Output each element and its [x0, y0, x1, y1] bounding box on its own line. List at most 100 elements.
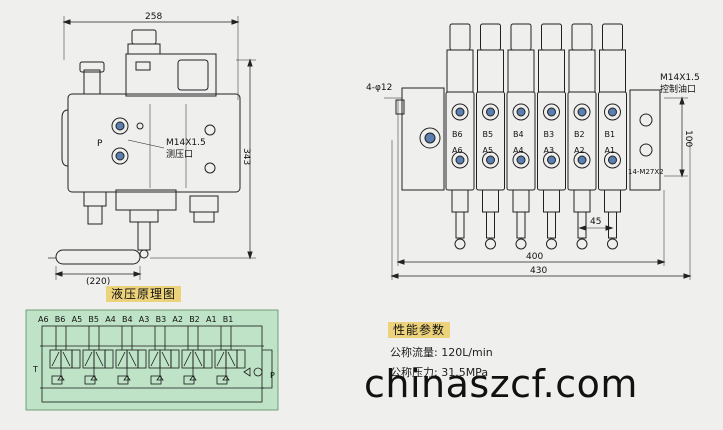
- b-port-label: B3: [544, 130, 555, 139]
- hydraulic-port-label: B2: [189, 315, 200, 324]
- b-port-circle: [482, 103, 499, 121]
- section-body: [445, 91, 475, 191]
- hydraulic-p-label: P: [270, 371, 275, 380]
- spool-box-right: [170, 349, 180, 369]
- b-port-core: [516, 107, 526, 117]
- section-handle-eye: [454, 238, 466, 250]
- section-handle-eye: [607, 238, 618, 250]
- b-port-circle: [573, 103, 591, 121]
- hydraulic-side-labels: T P: [32, 365, 275, 380]
- a-port-label: A4: [513, 146, 524, 155]
- b-port-circle: [604, 103, 621, 121]
- left-handle-dim: (220): [86, 277, 110, 287]
- a-port-circle: [451, 151, 469, 169]
- right-mount-holes: 4-φ12: [366, 83, 392, 93]
- right-view-labels: 4-φ12 M14X1.5 控制油口 100 400 430 45 14-M27…: [366, 73, 700, 276]
- a-port-label: A5: [483, 146, 494, 155]
- hydraulic-t-label: T: [32, 365, 38, 374]
- a-port-core: [486, 155, 495, 165]
- spool-arrows: [117, 351, 137, 367]
- hydraulic-spool-3: [115, 326, 147, 385]
- section-pilot: [446, 49, 474, 93]
- section-pilot: [538, 49, 565, 93]
- spool-check: [156, 368, 164, 381]
- right-dim-total: 430: [530, 266, 547, 276]
- right-port-label: 控制油口: [660, 83, 696, 95]
- spool-spring: [51, 375, 63, 385]
- right-dim-height: 100: [683, 130, 693, 147]
- spool-check: [222, 368, 230, 381]
- section-cap: [541, 23, 562, 51]
- hydraulic-title: 液压原理图: [106, 286, 182, 302]
- left-view-labels: 258 343 (220) M14X1.5 测压口 P: [86, 12, 251, 287]
- spool-check: [189, 368, 197, 381]
- spool-box-right: [137, 349, 147, 369]
- section-spool: [604, 189, 621, 213]
- hydraulic-port-label: A5: [72, 315, 83, 324]
- section-spool: [451, 189, 469, 213]
- spool-box-right: [71, 349, 81, 369]
- section-handle-eye: [485, 238, 496, 250]
- watermark-text: chinaszcf.com: [364, 362, 638, 406]
- a-port-circle: [482, 151, 499, 169]
- a-port-label: A3: [544, 146, 555, 155]
- hydraulic-panel: [25, 309, 279, 411]
- a-port-label: A1: [605, 146, 616, 155]
- left-height-dim: 343: [241, 148, 251, 165]
- a-port-core: [547, 155, 556, 165]
- spool-arrows: [216, 351, 236, 367]
- spool-box-right: [104, 349, 114, 369]
- hydraulic-port-label: B6: [55, 315, 66, 324]
- spool-arrows: [183, 351, 203, 367]
- section-pilot: [599, 49, 626, 93]
- hydraulic-port-label: B1: [223, 315, 234, 324]
- left-side-view: [48, 16, 256, 280]
- section-handle-eye: [576, 238, 588, 250]
- a-port-core: [608, 155, 617, 165]
- section-pilot: [507, 49, 535, 93]
- spool-box-right: [203, 349, 213, 369]
- section-handle-eye: [515, 238, 527, 250]
- section-stem: [547, 211, 556, 239]
- spool-arrows: [150, 351, 170, 367]
- hydraulic-port-label: A3: [139, 315, 150, 324]
- spool-spring: [84, 375, 96, 385]
- section-stem: [455, 211, 465, 239]
- b-port-label: B4: [513, 130, 524, 139]
- b-port-core: [577, 107, 587, 117]
- performance-pressure: 公称压力: 31.5MPa: [390, 366, 489, 379]
- hydraulic-port-label: B4: [122, 315, 133, 324]
- spool-spring: [216, 375, 228, 385]
- section-stem: [608, 211, 617, 239]
- section-stem: [486, 211, 495, 239]
- b-port-label: B1: [605, 130, 616, 139]
- b-port-label: B6: [452, 130, 463, 139]
- section-spool: [512, 189, 530, 213]
- hydraulic-port-label: A4: [105, 315, 116, 324]
- left-width-dim: 258: [145, 12, 162, 22]
- hydraulic-spool-1: [49, 326, 81, 385]
- b-port-label: B2: [574, 130, 585, 139]
- hydraulic-schematic: [40, 325, 273, 403]
- section-body: [506, 91, 536, 191]
- section-body: [598, 91, 627, 191]
- hydraulic-spools: [49, 326, 246, 385]
- a-port-core: [577, 155, 587, 165]
- spool-check: [123, 368, 131, 381]
- spool-check: [90, 368, 98, 381]
- spool-spring: [183, 375, 195, 385]
- b-port-core: [455, 107, 465, 117]
- hydraulic-spool-6: [214, 326, 246, 385]
- b-port-label: B5: [483, 130, 494, 139]
- left-port-p: P: [97, 139, 103, 149]
- spool-spring: [150, 375, 162, 385]
- right-port-thread: M14X1.5: [660, 73, 700, 83]
- hydraulic-port-label: A2: [172, 315, 183, 324]
- a-port-circle: [604, 151, 621, 169]
